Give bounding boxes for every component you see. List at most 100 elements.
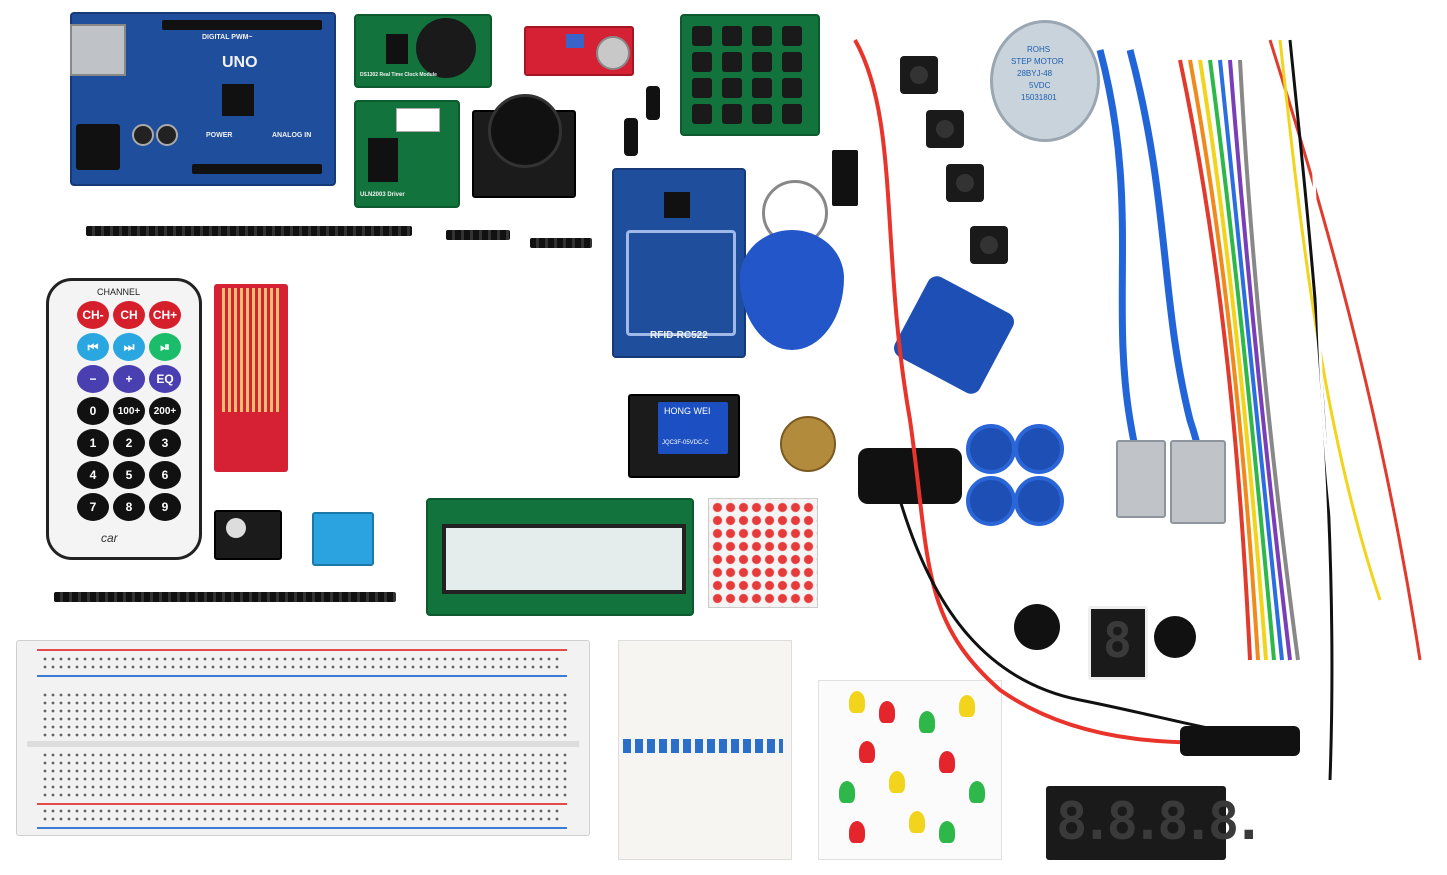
seven-segment-single-digit: 8 [1103, 613, 1132, 669]
stepper-label-1: ROHS [1027, 45, 1051, 54]
power-header [192, 164, 322, 174]
seven-segment-four-digit: 8.8.8.8. [1046, 786, 1264, 860]
center-channel [27, 741, 579, 747]
electrolytic-capacitor-1 [646, 86, 660, 120]
dc-jack [76, 124, 120, 170]
tactile-button-3 [946, 164, 984, 202]
breadboard [16, 640, 590, 836]
keypad-buttons [692, 26, 802, 124]
rfid-label: RFID-RC522 [650, 330, 708, 341]
digital-header [162, 20, 322, 30]
remote-btn-100: 100+ [113, 397, 145, 425]
rtc-label: DS1302 Real Time Clock Module [360, 72, 437, 78]
remote-btn-ch: CH [113, 301, 145, 329]
relay-block: HONG WEI JQC3F-05VDC-C [658, 402, 728, 454]
tactile-button-1 [900, 56, 938, 94]
led-yellow-4 [909, 811, 925, 833]
power-rail-blue-top [37, 675, 567, 677]
pin-header-short-1 [446, 230, 510, 240]
lcd-1602 [426, 498, 694, 616]
relay-module: HONG WEI JQC3F-05VDC-C [628, 394, 740, 478]
led-yellow-3 [889, 771, 905, 793]
microphone [596, 36, 630, 70]
component-bag [618, 640, 792, 860]
driver-label: ULN2003 Driver [360, 192, 405, 198]
remote-channel-label: CHANNEL [97, 287, 141, 297]
led-red-4 [849, 821, 865, 843]
keypad-4x4 [680, 14, 820, 136]
remote-btn-8: 8 [113, 493, 145, 521]
capacitor-1 [132, 124, 154, 146]
rfid-chip [664, 192, 690, 218]
rtc-module: DS1302 Real Time Clock Module [354, 14, 492, 88]
remote-btn-9: 9 [149, 493, 181, 521]
electrolytic-capacitor-2 [624, 118, 638, 156]
dc-barrel-plug [1180, 726, 1300, 756]
power-rail-holes-bottom [41, 807, 561, 825]
ir-led [226, 518, 246, 538]
stepper-motor: ROHS STEP MOTOR 28BYJ-48 5VDC 15031801 [990, 20, 1100, 142]
relay-label: JQC3F-05VDC-C [662, 440, 709, 446]
stepper-label-2: STEP MOTOR [1011, 57, 1064, 66]
remote-btn-5: 5 [113, 461, 145, 489]
seven-segment-four-digits: 8.8.8.8. [1056, 792, 1264, 852]
remote-btn-play: ⏯ [149, 333, 181, 361]
button-cap-4 [1014, 476, 1064, 526]
usb-a-plug [1116, 440, 1166, 518]
sound-sensor-module [524, 26, 634, 76]
uno-label: UNO [222, 54, 258, 71]
remote-brand: car [101, 531, 118, 545]
pin-header-long-2 [54, 592, 396, 602]
led-red-2 [859, 741, 875, 763]
remote-btn-next: ⏭ [113, 333, 145, 361]
potentiometer-trim [566, 34, 584, 48]
joystick-module [472, 94, 576, 198]
sensor-traces [222, 288, 280, 412]
uno-analog-label: ANALOG IN [272, 132, 312, 139]
led-green-1 [919, 711, 935, 733]
microcontroller-chip [222, 84, 254, 116]
remote-btn-200: 200+ [149, 397, 181, 425]
ir-receiver-module [214, 510, 282, 560]
rfid-antenna [626, 230, 736, 336]
capacitor-2 [156, 124, 178, 146]
led-green-4 [939, 821, 955, 843]
button-cap-1 [966, 424, 1016, 474]
pin-header-long-1 [86, 226, 412, 236]
battery-clip [858, 448, 962, 504]
stepper-label-4: 5VDC [1029, 81, 1051, 90]
led-green-3 [969, 781, 985, 803]
remote-btn-7: 7 [77, 493, 109, 521]
arduino-uno-board: UNO DIGITAL PWM~ POWER ANALOG IN [70, 12, 336, 186]
rfid-module: RFID-RC522 [612, 168, 746, 358]
driver-chip [368, 138, 398, 182]
led-dot-matrix [708, 498, 818, 608]
servo-motor [890, 272, 1018, 398]
power-rail-blue-bottom [37, 827, 567, 829]
button-cap-3 [966, 476, 1016, 526]
tactile-button-2 [926, 110, 964, 148]
resistor-strip [623, 739, 783, 753]
stepper-label-3: 28BYJ-48 [1017, 69, 1053, 78]
rfid-keyfob-tag [740, 230, 844, 350]
button-cap-2 [1014, 424, 1064, 474]
pin-header-short-2 [530, 238, 592, 248]
remote-btn-4: 4 [77, 461, 109, 489]
terminal-holes-bottom [41, 751, 571, 797]
buzzer-2 [1154, 616, 1196, 658]
remote-btn-prev: ⏮ [77, 333, 109, 361]
remote-btn-0: 0 [77, 397, 109, 425]
usb-b-plug [1170, 440, 1226, 524]
ir-remote: CHANNEL CH- CH CH+ ⏮ ⏭ ⏯ − + EQ 0 100+ 2… [46, 278, 202, 560]
led-bag [818, 680, 1002, 860]
tactile-button-4 [970, 226, 1008, 264]
remote-btn-3: 3 [149, 429, 181, 457]
remote-btn-minus: − [77, 365, 109, 393]
power-rail-red-top [37, 649, 567, 651]
led-green-2 [839, 781, 855, 803]
terminal-holes-top [41, 691, 571, 737]
dht11-sensor [312, 512, 374, 566]
relay-brand: HONG WEI [664, 406, 711, 416]
joystick-knob [488, 94, 562, 168]
uno-digital-label: DIGITAL PWM~ [202, 34, 253, 41]
